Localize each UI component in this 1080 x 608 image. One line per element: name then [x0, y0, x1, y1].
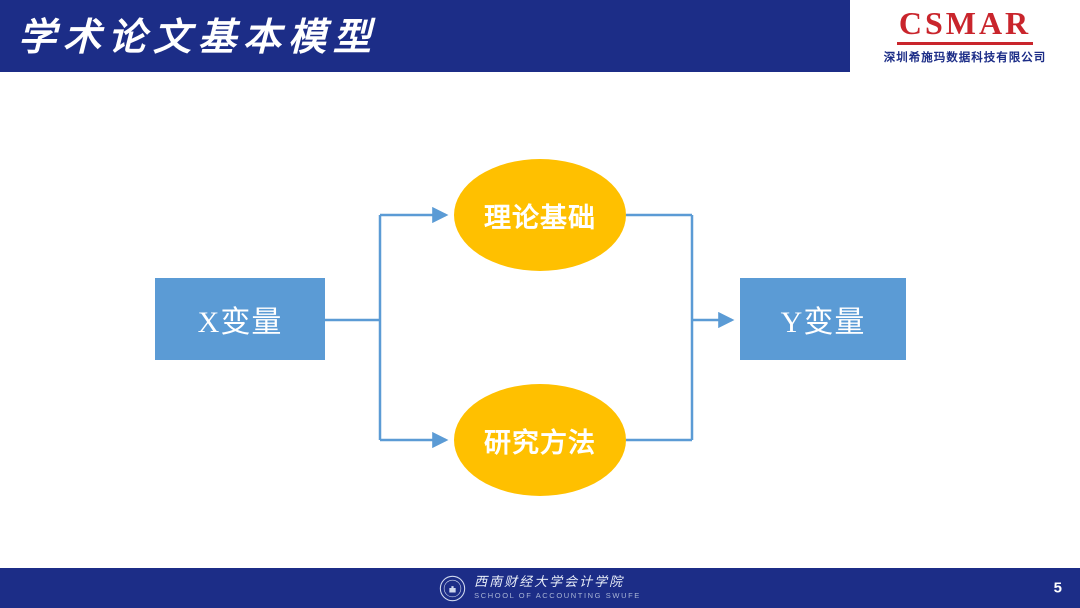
footer-bar: 西南财经大学会计学院 SCHOOL OF ACCOUNTING SWUFE 5: [0, 568, 1080, 608]
node-research-method: 研究方法: [454, 384, 626, 496]
node-theory-basis: 理论基础: [454, 159, 626, 271]
node-x-label: X变量: [197, 306, 283, 339]
connector-arrows: [325, 206, 735, 449]
node-y-variable: Y变量: [740, 278, 906, 360]
school-name-en: SCHOOL OF ACCOUNTING SWUFE: [474, 591, 641, 601]
csmar-logo-text: CSMAR: [896, 7, 1034, 45]
page-title: 学术论文基本模型: [18, 14, 379, 59]
flow-diagram: X变量 理论基础 研究方法 Y变量: [0, 72, 1080, 568]
page-number: 5: [1053, 579, 1062, 597]
university-seal-icon: [439, 575, 466, 601]
node-x-variable: X变量: [155, 278, 325, 360]
footer-school-block: 西南财经大学会计学院 SCHOOL OF ACCOUNTING SWUFE: [439, 575, 641, 602]
csmar-company-name: 深圳希施玛数据科技有限公司: [883, 52, 1047, 64]
school-name: 西南财经大学会计学院 SCHOOL OF ACCOUNTING SWUFE: [474, 575, 641, 601]
school-name-cn: 西南财经大学会计学院: [474, 575, 625, 591]
node-theory-label: 理论基础: [484, 202, 596, 233]
node-method-label: 研究方法: [484, 427, 596, 458]
header-bar: 学术论文基本模型 CSMAR 深圳希施玛数据科技有限公司: [0, 0, 1080, 72]
node-y-label: Y变量: [780, 306, 866, 339]
csmar-logo: CSMAR 深圳希施玛数据科技有限公司: [850, 0, 1080, 72]
